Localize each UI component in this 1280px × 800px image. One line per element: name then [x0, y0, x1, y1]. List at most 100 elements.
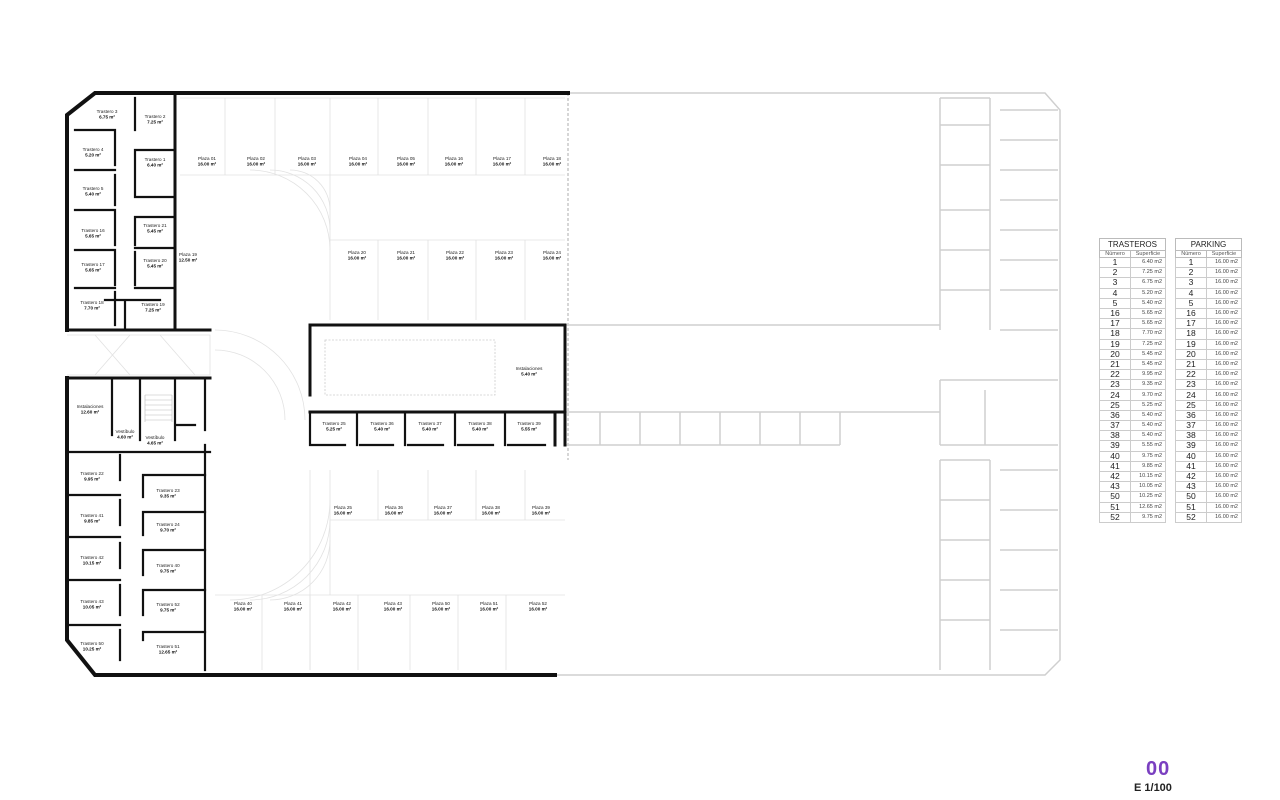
room-area: 9.85 m² — [84, 519, 100, 524]
room-name: Plaza 38 — [482, 505, 500, 510]
storage-room: Trastero 55.40 m² — [83, 186, 104, 197]
row-number: 1 — [1175, 256, 1207, 269]
room-area: 16.00 m² — [482, 511, 501, 516]
room-name: Plaza 42 — [333, 601, 351, 606]
row-number: 43 — [1099, 481, 1131, 493]
room-name: Trastero 5 — [83, 186, 104, 191]
room-name: Vestíbulo — [146, 435, 165, 440]
room-name: Trastero 52 — [156, 602, 180, 607]
row-area: 5.40 m2 — [1130, 430, 1166, 442]
room-name: Trastero 43 — [80, 599, 104, 604]
room-name: Plaza 23 — [495, 250, 513, 255]
room-name: Trastero 22 — [80, 471, 104, 476]
row-number: 36 — [1099, 409, 1131, 422]
room-area: 10.15 m² — [83, 561, 102, 566]
storage-room: Trastero 215.45 m² — [143, 223, 167, 234]
row-number: 17 — [1099, 318, 1131, 330]
row-area: 16.00 m2 — [1206, 307, 1242, 320]
room-area: 16.00 m² — [446, 256, 465, 261]
room-area: 5.65 m² — [85, 268, 101, 273]
row-number: 25 — [1099, 399, 1131, 411]
room-area: 5.40 m² — [374, 427, 390, 432]
row-area: 5.40 m2 — [1130, 419, 1166, 432]
room-area: 5.55 m² — [521, 427, 537, 432]
row-number: 39 — [1175, 440, 1207, 452]
room-area: 16.00 m² — [298, 162, 317, 167]
room-name: Trastero 42 — [80, 555, 104, 560]
stair — [144, 394, 173, 422]
row-area: 16.00 m2 — [1206, 511, 1242, 523]
row-number: 4 — [1099, 287, 1131, 299]
row-area: 16.00 m2 — [1206, 501, 1242, 513]
room-area: 16.00 m² — [397, 256, 416, 261]
row-area: 5.40 m2 — [1130, 297, 1166, 309]
row-area: 16.00 m2 — [1206, 318, 1242, 330]
room-name: Plaza 20 — [348, 250, 366, 255]
row-area: 16.00 m2 — [1206, 450, 1242, 462]
row-number: 38 — [1099, 430, 1131, 442]
row-number: 40 — [1099, 450, 1131, 462]
room-name: Trastero 20 — [143, 258, 167, 263]
storage-room: Trastero 187.70 m² — [80, 300, 104, 311]
room-name: Plaza 18 — [543, 156, 561, 161]
room-name: Plaza 50 — [432, 601, 450, 606]
room-name: Plaza 01 — [198, 156, 216, 161]
row-number: 16 — [1175, 307, 1207, 320]
room-name: Trastero 38 — [468, 421, 492, 426]
room-name: Plaza 24 — [543, 250, 561, 255]
row-number: 5 — [1175, 297, 1207, 309]
room-name: Plaza 43 — [384, 601, 402, 606]
room-area: 9.95 m² — [84, 477, 100, 482]
row-area: 16.00 m2 — [1206, 267, 1242, 279]
row-area: 5.65 m2 — [1130, 307, 1166, 320]
row-number: 17 — [1175, 318, 1207, 330]
row-area: 16.00 m2 — [1206, 460, 1242, 472]
room-name: Plaza 22 — [446, 250, 464, 255]
room-area: 10.25 m² — [83, 647, 102, 652]
room-area: 16.00 m² — [198, 162, 217, 167]
row-number: 16 — [1099, 307, 1131, 320]
row-number: 22 — [1175, 369, 1207, 381]
row-area: 9.95 m2 — [1130, 369, 1166, 381]
room-area: 9.75 m² — [160, 608, 176, 613]
room-area: 16.00 m² — [397, 162, 416, 167]
row-area: 7.25 m2 — [1130, 338, 1166, 350]
row-area: 9.85 m2 — [1130, 460, 1166, 472]
room-name: Trastero 3 — [97, 109, 118, 114]
row-number: 5 — [1099, 297, 1131, 309]
storage-room: Trastero 205.45 m² — [143, 258, 167, 269]
storage-room: Trastero 27.25 m² — [145, 114, 166, 125]
row-number: 51 — [1175, 501, 1207, 513]
room-area: 16.00 m² — [349, 162, 368, 167]
room-name: Trastero 19 — [141, 302, 165, 307]
storage-room: Trastero 165.65 m² — [81, 228, 105, 239]
row-area: 5.45 m2 — [1130, 358, 1166, 371]
room-name: Plaza 25 — [334, 505, 352, 510]
row-number: 2 — [1099, 267, 1131, 279]
row-area: 16.00 m2 — [1206, 481, 1242, 493]
storage-room: Trastero 375.40 m² — [418, 421, 442, 432]
storage-room: Trastero 419.85 m² — [80, 513, 104, 524]
room-area: 4.60 m² — [117, 435, 133, 440]
row-area: 7.70 m2 — [1130, 328, 1166, 340]
room-area: 16.00 m² — [385, 511, 404, 516]
